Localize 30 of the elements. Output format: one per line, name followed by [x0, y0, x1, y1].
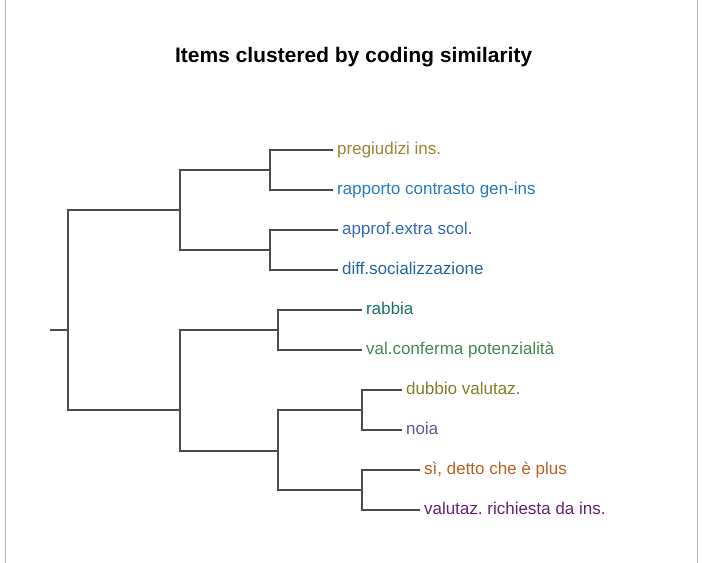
leaf-label: dubbio valutaz. [406, 379, 520, 399]
leaf-label: pregiudizi ins. [337, 139, 441, 159]
dendrogram-branch [68, 409, 180, 411]
leaf-label: val.conferma potenzialità [366, 339, 554, 359]
dendrogram-branch [362, 429, 402, 431]
dendrogram-branch [362, 469, 420, 471]
leaf-label: rapporto contrasto gen-ins [337, 179, 536, 199]
dendrogram-branch [180, 329, 278, 331]
dendrogram-branch [50, 329, 68, 331]
dendrogram-branch [362, 389, 402, 391]
dendrogram-branch [180, 450, 278, 452]
dendrogram-branch [278, 409, 362, 411]
dendrogram-branch [68, 209, 180, 211]
leaf-label: diff.socializzazione [342, 259, 484, 279]
dendrogram-branch [270, 229, 338, 231]
dendrogram-branch [278, 309, 362, 311]
leaf-label: valutaz. richiesta da ins. [424, 499, 606, 519]
dendrogram-branch [270, 189, 333, 191]
dendrogram-branch [270, 269, 338, 271]
leaf-label: approf.extra scol. [342, 219, 472, 239]
leaf-label: sì, detto che è plus [424, 459, 567, 479]
dendrogram-branch [278, 349, 362, 351]
dendrogram-branch [278, 489, 362, 491]
dendrogram-branch [180, 249, 270, 251]
leaf-label: rabbia [366, 299, 414, 319]
chart-title: Items clustered by coding similarity [174, 43, 532, 69]
leaf-label: noia [406, 419, 438, 439]
dendrogram-branch [180, 169, 270, 171]
dendrogram-branch [270, 149, 333, 151]
dendrogram-branch [362, 509, 420, 511]
